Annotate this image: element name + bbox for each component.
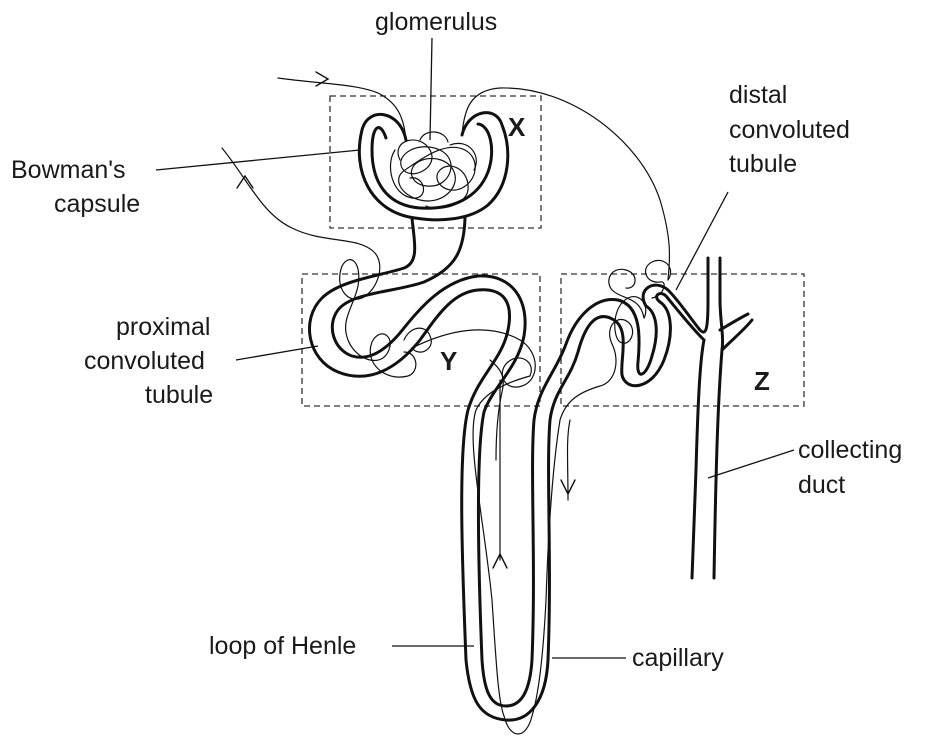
label-bowman-line1: Bowman's xyxy=(11,156,126,184)
leader-proximal xyxy=(236,346,318,360)
label-distal-line1: distal xyxy=(729,81,787,109)
glomerulus-tangle xyxy=(390,132,476,208)
region-label-y: Y xyxy=(440,346,457,376)
distal-tubule xyxy=(643,258,708,340)
label-distal-line3: tubule xyxy=(729,150,797,178)
label-collecting-line2: duct xyxy=(798,471,845,499)
region-label-z: Z xyxy=(754,366,770,396)
arrow-efferent xyxy=(237,176,253,188)
leader-collecting xyxy=(708,450,794,478)
label-loop-of-henle: loop of Henle xyxy=(209,632,356,660)
label-collecting-line1: collecting xyxy=(798,436,902,464)
leader-lines xyxy=(156,38,794,658)
label-proximal-line1: proximal xyxy=(116,313,210,341)
label-proximal-line3: tubule xyxy=(145,381,213,409)
label-capillary: capillary xyxy=(632,644,724,672)
label-bowman-line2: capsule xyxy=(54,190,140,218)
label-proximal-line2: convoluted xyxy=(84,347,205,375)
label-distal-line2: convoluted xyxy=(729,116,850,144)
label-glomerulus: glomerulus xyxy=(375,8,497,36)
bowmans-capsule xyxy=(359,113,507,220)
collecting-duct xyxy=(692,258,752,578)
leader-glomerulus xyxy=(430,38,432,140)
region-label-x: X xyxy=(508,112,526,142)
